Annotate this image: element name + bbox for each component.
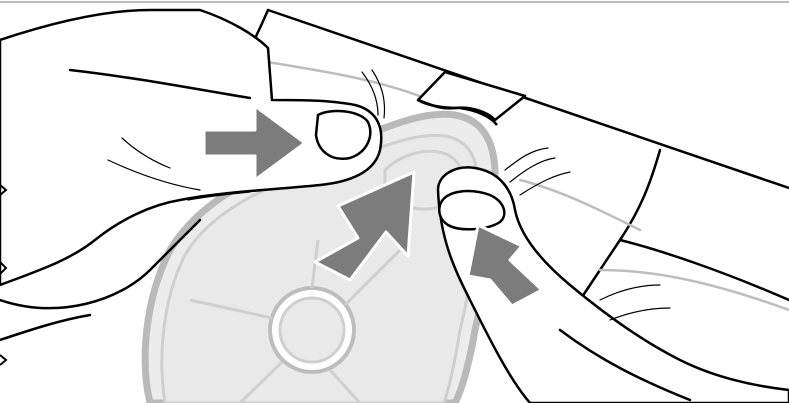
arrow-diagonal-push-small [466, 223, 544, 308]
skin-shade-2 [518, 178, 642, 232]
left-hand [0, 8, 383, 342]
skin-shade-1 [253, 58, 432, 102]
left-finger-crease [68, 68, 252, 100]
right-hand [436, 166, 789, 403]
arrow-right-push [202, 104, 307, 182]
left-wrist-line [0, 313, 92, 342]
tab-lip [417, 98, 498, 126]
device-center-hub [278, 296, 346, 364]
right-finger-crease [558, 328, 692, 402]
right-hand-body [436, 166, 789, 403]
left-palm-edge [0, 218, 202, 310]
skin-crease-right [618, 238, 789, 302]
right-hand-shading [504, 147, 671, 321]
right-thumbnail [438, 189, 506, 231]
device-spokes [189, 239, 402, 403]
left-thumbnail [314, 109, 372, 161]
skin-edge-upper [266, 8, 789, 190]
left-hand-shading [107, 69, 386, 201]
adhesive-tab [416, 70, 527, 126]
edge-marks [0, 184, 8, 366]
skin-shading [253, 58, 789, 312]
left-hand-back [0, 8, 383, 287]
arrow-diagonal-push-large [313, 170, 416, 282]
skin-shade-3 [598, 268, 789, 312]
